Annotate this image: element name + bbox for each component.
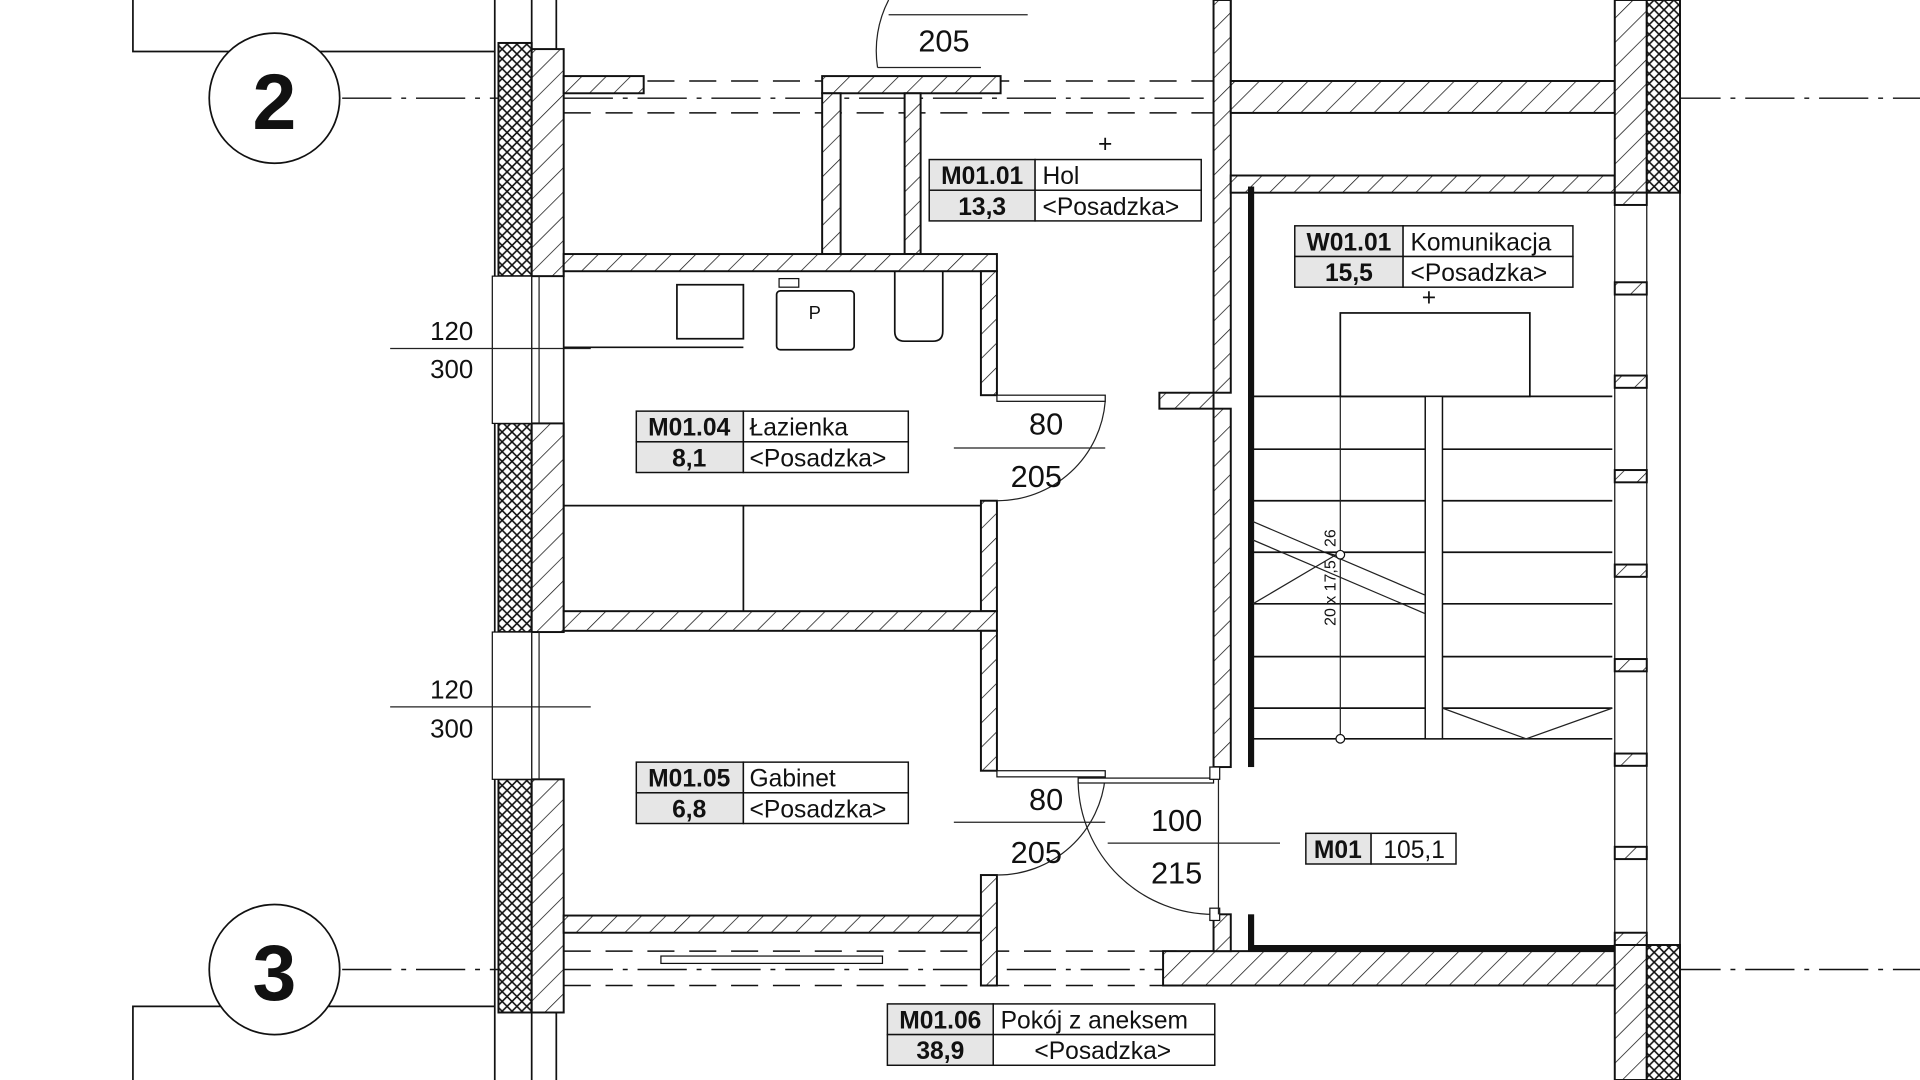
exterior-wall-right (1613, 0, 1681, 1080)
unit-tag[interactable]: M01 105,1 (1305, 832, 1457, 865)
svg-text:105,1: 105,1 (1383, 837, 1445, 864)
svg-text:Komunikacja: Komunikacja (1410, 229, 1551, 256)
svg-text:13,3: 13,3 (958, 194, 1006, 221)
door-top[interactable]: 205 (875, 0, 1028, 69)
window-1-dims: 120 300 (390, 318, 591, 384)
appliance-label: P (809, 302, 821, 323)
svg-text:Łazienka: Łazienka (750, 415, 849, 442)
svg-text:80: 80 (1029, 782, 1063, 817)
svg-text:215: 215 (1151, 856, 1202, 891)
svg-text:8,1: 8,1 (672, 445, 706, 472)
svg-text:M01.05: M01.05 (648, 766, 730, 793)
svg-text:205: 205 (1011, 835, 1062, 870)
svg-text:100: 100 (1151, 803, 1202, 838)
room-tag-pokoj[interactable]: M01.06 Pokój z aneksem 38,9 <Posadzka> (886, 1003, 1216, 1067)
svg-text:<Posadzka>: <Posadzka> (1042, 194, 1179, 221)
svg-text:2: 2 (253, 58, 297, 146)
svg-text:M01.04: M01.04 (648, 415, 730, 442)
svg-text:15,5: 15,5 (1325, 260, 1373, 287)
window-strip (1613, 191, 1648, 946)
window-2-dims: 120 300 (390, 676, 591, 744)
room-tag-lazienka[interactable]: M01.04 Łazienka 8,1 <Posadzka> (635, 410, 910, 474)
room-tag-gabinet[interactable]: M01.05 Gabinet 6,8 <Posadzka> (635, 761, 910, 825)
svg-text:M01.01: M01.01 (941, 163, 1023, 190)
svg-text:38,9: 38,9 (916, 1038, 964, 1065)
svg-text:205: 205 (918, 24, 969, 59)
room-origin-marker: + (1098, 131, 1112, 158)
svg-text:<Posadzka>: <Posadzka> (1410, 260, 1547, 287)
svg-text:M01.06: M01.06 (899, 1007, 981, 1034)
svg-text:Hol: Hol (1042, 163, 1079, 190)
stair-label: 20 x 17,5 / 26 (1322, 529, 1339, 626)
bathroom-fixtures: P (676, 271, 944, 351)
door-bathroom[interactable]: 80 205 (953, 394, 1106, 502)
room-tag-hol[interactable]: M01.01 Hol 13,3 <Posadzka> + (928, 131, 1202, 222)
svg-text:300: 300 (430, 716, 473, 744)
svg-text:Gabinet: Gabinet (750, 766, 836, 793)
grid-bubble-2: 2 (208, 32, 341, 165)
svg-text:80: 80 (1029, 406, 1063, 441)
svg-text:120: 120 (430, 676, 473, 704)
room-tag-komunikacja[interactable]: W01.01 Komunikacja 15,5 <Posadzka> + (1294, 225, 1574, 312)
window-1 (491, 275, 540, 425)
svg-text:3: 3 (253, 929, 297, 1017)
svg-text:205: 205 (1011, 459, 1062, 494)
svg-text:300: 300 (430, 356, 473, 384)
svg-text:120: 120 (430, 318, 473, 346)
svg-text:<Posadzka>: <Posadzka> (750, 445, 887, 472)
window-2 (491, 631, 540, 780)
door-office[interactable]: 80 205 (953, 770, 1106, 876)
svg-text:+: + (1422, 285, 1436, 312)
interior-walls (562, 0, 1616, 987)
exterior-wall-left (493, 0, 565, 1080)
door-stair[interactable]: 100 215 (1077, 766, 1280, 922)
svg-text:<Posadzka>: <Posadzka> (750, 796, 887, 823)
grid-bubble-3: 3 (208, 903, 341, 1036)
svg-text:M01: M01 (1314, 837, 1362, 864)
staircase[interactable]: 20 x 17,5 / 26 (1252, 312, 1613, 744)
svg-text:W01.01: W01.01 (1307, 229, 1392, 256)
svg-text:Pokój z aneksem: Pokój z aneksem (1001, 1007, 1188, 1034)
svg-text:6,8: 6,8 (672, 796, 706, 823)
svg-text:<Posadzka>: <Posadzka> (1034, 1038, 1171, 1065)
